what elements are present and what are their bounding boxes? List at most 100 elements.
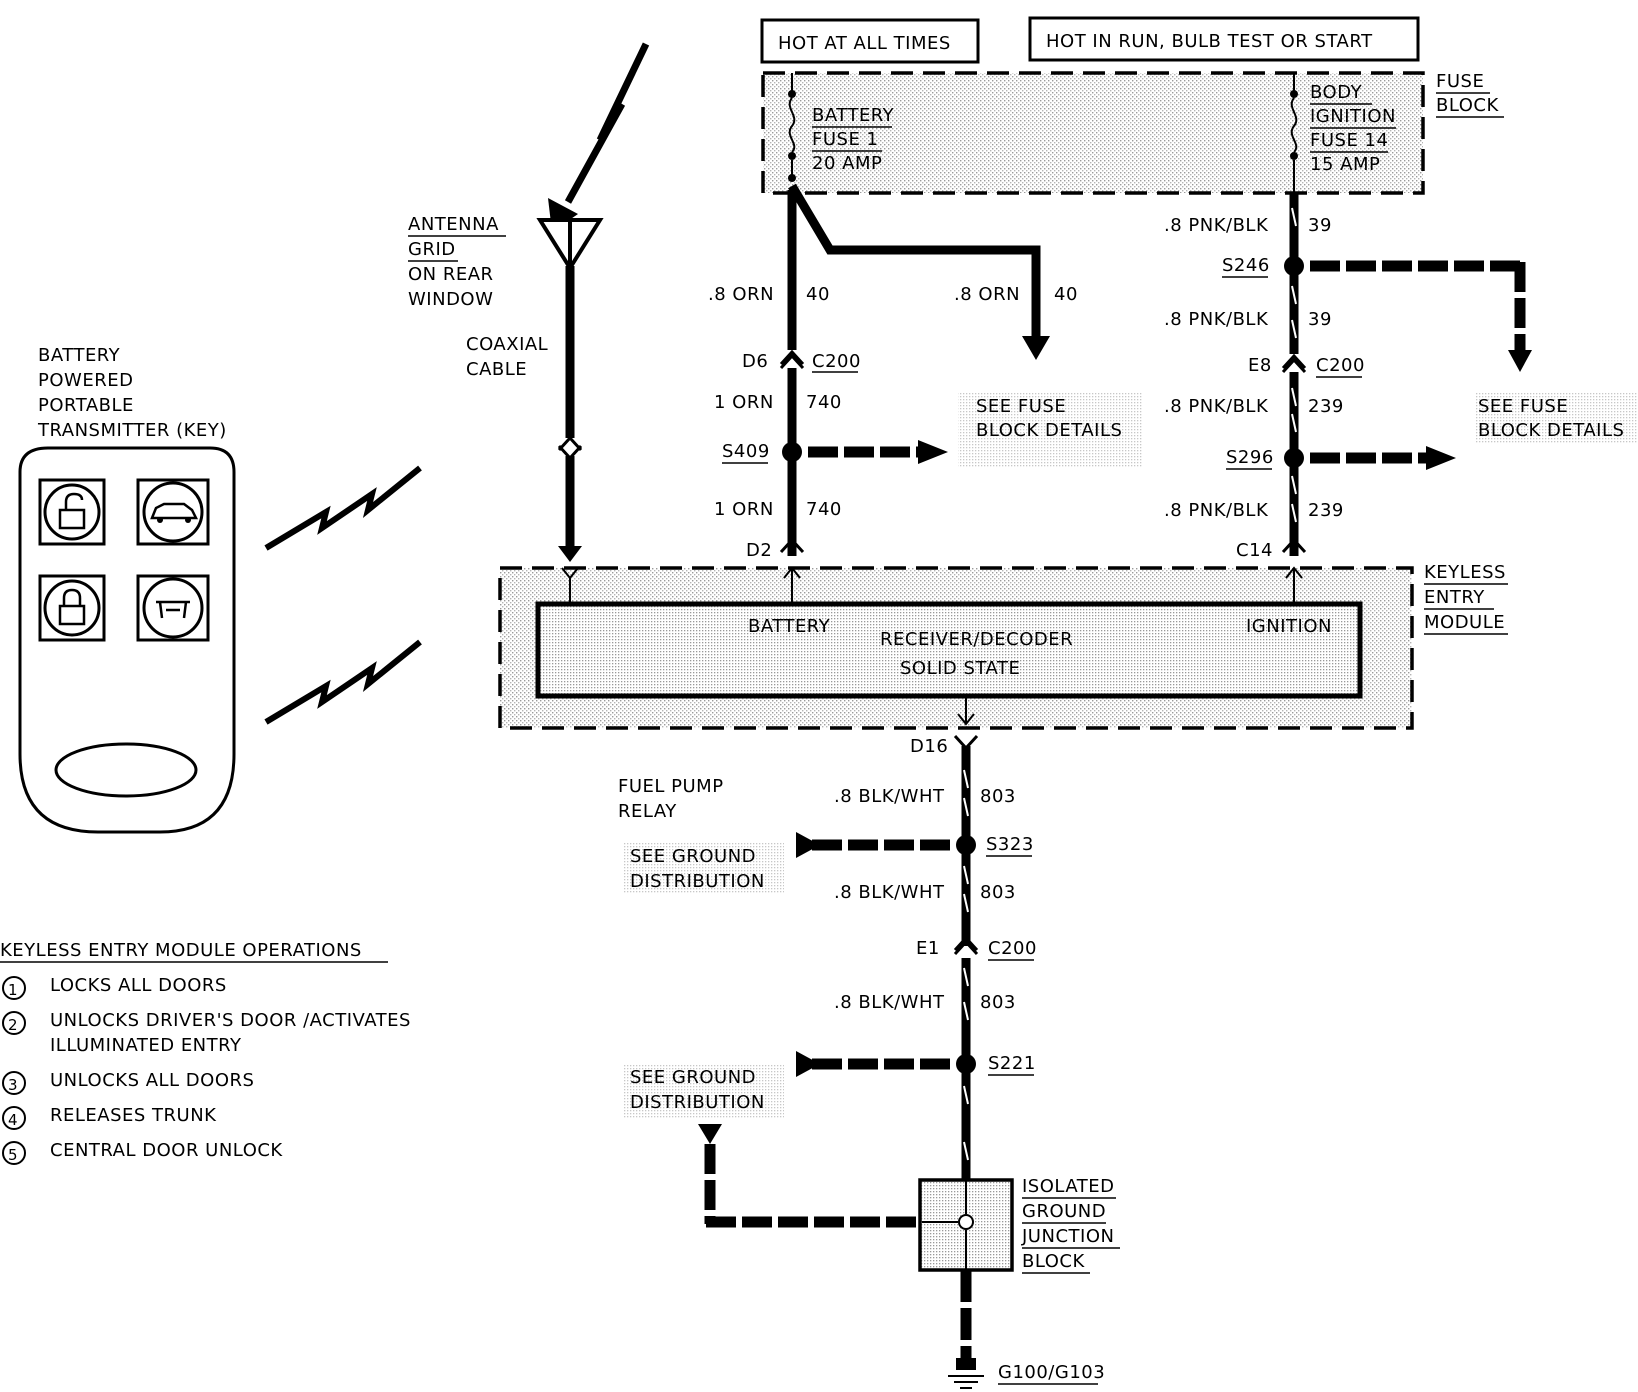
connector-c200-b: C200 <box>1316 355 1365 376</box>
transmitter-label-4: TRANSMITTER (KEY) <box>37 420 227 441</box>
splice-s409-dot <box>782 442 802 462</box>
wire-w9-circuit: 803 <box>980 786 1016 807</box>
operation-text-5: CENTRAL DOOR UNLOCK <box>50 1140 283 1161</box>
connector-c200-a: C200 <box>812 351 861 372</box>
transmitter-label-2: POWERED <box>38 370 133 391</box>
wire-w11-gauge: .8 BLK/WHT <box>834 992 945 1013</box>
wire-w11-circuit: 803 <box>980 992 1016 1013</box>
wire-w2-gauge: .8 ORN <box>954 284 1020 305</box>
transmitter-label-1: BATTERY <box>38 345 121 366</box>
ground-block-label-4: BLOCK <box>1022 1251 1085 1272</box>
connector-c200-e8 <box>1281 353 1307 374</box>
splice-s296-dot <box>1284 448 1304 468</box>
module-label-2: ENTRY <box>1424 587 1485 608</box>
operation-item-4: 4 RELEASES TRUNK <box>2 1105 217 1130</box>
trunk-icon <box>136 478 210 546</box>
key-fob-transmitter <box>18 446 236 834</box>
ground-block-label-1: ISOLATED <box>1022 1176 1115 1197</box>
wire-w1-circuit: 40 <box>806 284 830 305</box>
unlock-icon <box>38 478 106 546</box>
module-label-1: KEYLESS <box>1424 562 1506 583</box>
coaxial-label-2: CABLE <box>466 359 527 380</box>
module-ignition-label: IGNITION <box>1246 616 1332 637</box>
lock-icon <box>38 574 106 642</box>
connector-d2: D2 <box>746 540 772 561</box>
operation-text-4: RELEASES TRUNK <box>50 1105 217 1126</box>
wire-w9-gauge: .8 BLK/WHT <box>834 786 945 807</box>
operations-list: KEYLESS ENTRY MODULE OPERATIONS 1 LOCKS … <box>0 940 411 1165</box>
ground-g100-label: G100/G103 <box>998 1362 1105 1383</box>
operation-item-3: 3 UNLOCKS ALL DOORS <box>2 1070 254 1095</box>
module-solid-state-label: SOLID STATE <box>900 658 1020 679</box>
operations-title: KEYLESS ENTRY MODULE OPERATIONS <box>0 940 362 961</box>
wire-w2-circuit: 40 <box>1054 284 1078 305</box>
operation-num-1: 1 <box>8 981 18 999</box>
splice-s323-dot <box>956 835 976 855</box>
wire-w8-circuit: 239 <box>1308 500 1344 521</box>
hot-at-all-times-label: HOT AT ALL TIMES <box>778 33 951 54</box>
blk-wht-circuit-803 <box>953 734 979 1370</box>
splice-s221-dot <box>956 1054 976 1074</box>
operation-item-5: 5 CENTRAL DOOR UNLOCK <box>2 1140 283 1165</box>
wire-w3-gauge: 1 ORN <box>714 392 774 413</box>
connector-d16: D16 <box>910 736 948 757</box>
battery-fuse-line-3: 20 AMP <box>812 153 882 174</box>
antenna-label-2: GRID <box>408 239 456 260</box>
fuel-pump-label-2: RELAY <box>618 801 677 822</box>
hot-in-run-label: HOT IN RUN, BULB TEST OR START <box>1046 31 1373 52</box>
splice-s323: S323 <box>986 834 1034 855</box>
ground-block-label-3: JUNCTION <box>1021 1226 1114 1247</box>
splice-s221: S221 <box>988 1053 1036 1074</box>
operation-text-2a: UNLOCKS DRIVER'S DOOR /ACTIVATES <box>50 1010 411 1031</box>
operation-text-2b: ILLUMINATED ENTRY <box>50 1035 242 1056</box>
operation-num-2: 2 <box>8 1016 18 1034</box>
connector-c14: C14 <box>1236 540 1273 561</box>
see-fuse-1-line-1: SEE FUSE <box>976 396 1066 417</box>
wire-w3-circuit: 740 <box>806 392 842 413</box>
splice-s296: S296 <box>1226 447 1274 468</box>
wire-w7-circuit: 239 <box>1308 396 1344 417</box>
wire-w8-gauge: .8 PNK/BLK <box>1164 500 1269 521</box>
wire-w4-circuit: 740 <box>806 499 842 520</box>
connector-c200-d6 <box>779 349 805 370</box>
see-fuse-1-line-2: BLOCK DETAILS <box>976 420 1122 441</box>
connector-d6: D6 <box>742 351 768 372</box>
ignition-fuse-line-4: 15 AMP <box>1310 154 1380 175</box>
ignition-fuse-line-1: BODY <box>1310 82 1363 103</box>
antenna-label-1: ANTENNA <box>408 214 499 235</box>
operation-item-1: 1 LOCKS ALL DOORS <box>2 975 227 1000</box>
see-fuse-2-line-1: SEE FUSE <box>1478 396 1568 417</box>
ignition-fuse-line-3: FUSE 14 <box>1310 130 1388 151</box>
splice-s409: S409 <box>722 441 770 462</box>
see-ground-2-line-2: DISTRIBUTION <box>630 1092 765 1113</box>
wire-w10-circuit: 803 <box>980 882 1016 903</box>
module-receiver-label: RECEIVER/DECODER <box>880 629 1073 650</box>
operation-text-1: LOCKS ALL DOORS <box>50 975 227 996</box>
see-ground-1-line-2: DISTRIBUTION <box>630 871 765 892</box>
antenna-symbol <box>536 42 650 562</box>
battery-fuse-line-1: BATTERY <box>812 105 895 126</box>
wire-w10-gauge: .8 BLK/WHT <box>834 882 945 903</box>
see-fuse-2-line-2: BLOCK DETAILS <box>1478 420 1624 441</box>
splice-s246-dot <box>1284 256 1304 276</box>
battery-fuse-line-2: FUSE 1 <box>812 129 879 150</box>
isolated-ground-junction-block <box>918 1178 1014 1272</box>
see-ground-2-line-1: SEE GROUND <box>630 1067 756 1088</box>
fuse-block: BATTERY FUSE 1 20 AMP BODY IGNITION FUSE… <box>761 71 1425 195</box>
panic-icon <box>136 574 210 642</box>
wire-w7-gauge: .8 PNK/BLK <box>1164 396 1269 417</box>
orn-circuit-40 <box>787 183 1050 360</box>
ground-block-label-2: GROUND <box>1022 1201 1106 1222</box>
antenna-label-3: ON REAR <box>408 264 494 285</box>
ignition-fuse-line-2: IGNITION <box>1310 106 1396 127</box>
wire-w5-circuit: 39 <box>1308 215 1332 236</box>
antenna-label-4: WINDOW <box>408 289 493 310</box>
splice-s246: S246 <box>1222 255 1270 276</box>
wire-w6-gauge: .8 PNK/BLK <box>1164 309 1269 330</box>
connector-c200-c: C200 <box>988 938 1037 959</box>
connector-e8: E8 <box>1248 355 1272 376</box>
keyless-entry-module <box>498 566 1414 730</box>
ground-icon <box>948 1358 984 1389</box>
hot-at-all-times-box: HOT AT ALL TIMES <box>760 18 980 64</box>
